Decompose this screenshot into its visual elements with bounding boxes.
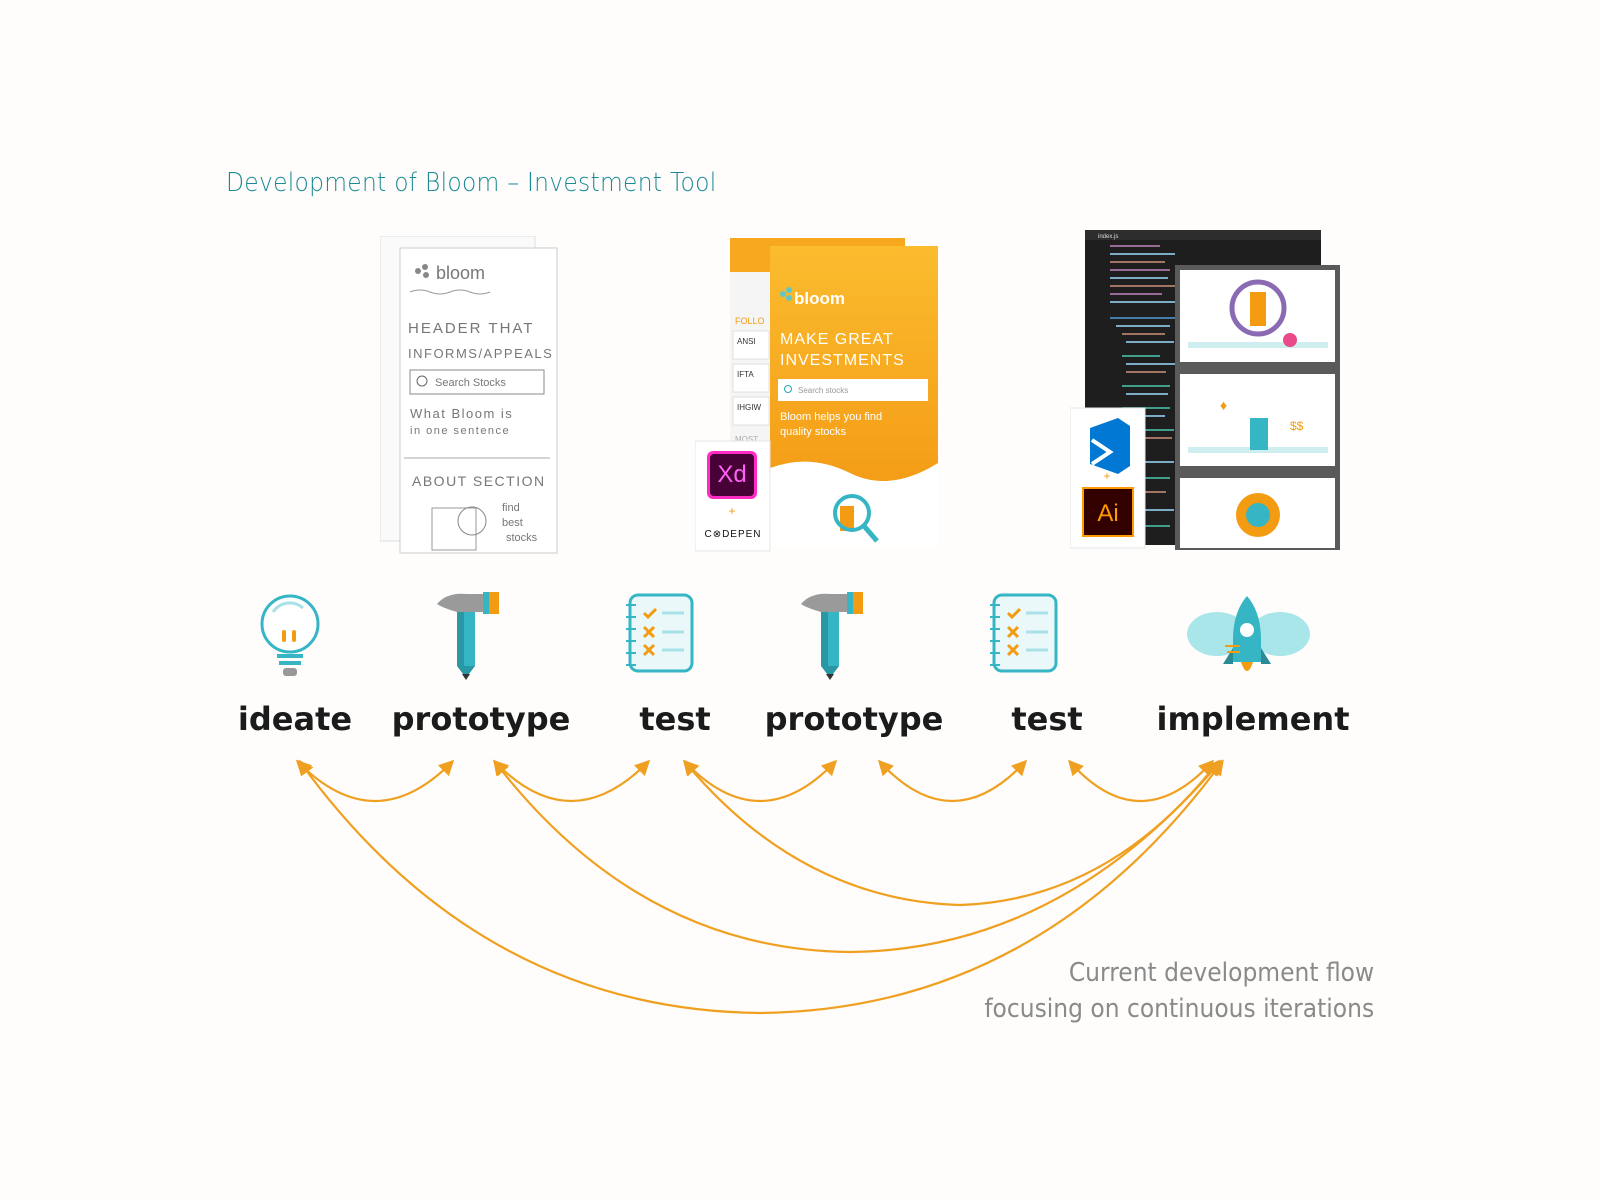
sketch-header: HEADER THAT: [408, 320, 534, 337]
arrow-ideate-prototype: [295, 759, 455, 802]
step-label-ideate: ideate: [237, 700, 353, 738]
mockup-tagline-1: Bloom helps you find: [780, 411, 882, 423]
arrow-prototype-test-2: [877, 759, 1028, 803]
mockup-ticker-3: IHGIW: [737, 403, 761, 412]
mockup-ticker-2: IFTA: [737, 370, 754, 379]
ai-logo: Ai: [1097, 500, 1118, 527]
arrow-prototype-implement: [493, 759, 1222, 954]
mockup-ticker-1: ANSI: [737, 337, 756, 346]
sketch-search: Search Stocks: [435, 377, 506, 389]
step-label-prototype-2: prototype: [764, 700, 944, 738]
mockup-brand: bloom: [794, 289, 845, 308]
arrow-prototype-test: [492, 759, 651, 802]
flow-caption: Current development flow focusing on con…: [984, 955, 1374, 1027]
caption-line-2: focusing on continuous iterations: [984, 994, 1374, 1024]
svg-text:♦: ♦: [1220, 397, 1227, 413]
mockup-search-input: Search stocks: [798, 386, 848, 395]
codepen-logo: C⊗DEPEN: [704, 529, 761, 540]
sketch-sentence1: What Bloom is: [410, 406, 513, 421]
sketch-sentence2: in one sentence: [410, 425, 510, 437]
sketch-find3: stocks: [506, 532, 538, 544]
mockup-tagline-2: quality stocks: [780, 426, 847, 438]
arrow-test-implement: [1067, 759, 1215, 803]
sketch-panel: bloom HEADER THAT INFORMS/APPEALS Search…: [380, 236, 558, 554]
step-label-implement: implement: [1156, 700, 1350, 738]
svg-text:$$: $$: [1290, 419, 1304, 433]
mockup-follow-label: FOLLO: [735, 316, 765, 326]
arrow-test-prototype: [682, 759, 838, 803]
xd-logo: Xd: [717, 461, 746, 488]
svg-text:+: +: [1103, 469, 1110, 483]
arrow-test-implement-long: [683, 759, 1220, 907]
step-label-test-2: test: [1011, 700, 1083, 738]
arrow-ideate-implement: [298, 759, 1224, 1015]
mockup-headline-2: INVESTMENTS: [780, 352, 905, 369]
sketch-header2: INFORMS/APPEALS: [408, 346, 553, 361]
mockup-panel: FOLLO ANSI IFTA IHGIW MOST bloom MAKE GR…: [695, 238, 938, 552]
code-tab: index.js: [1098, 234, 1118, 240]
step-label-test-1: test: [639, 700, 711, 738]
page-title: Development of Bloom – Investment Tool: [226, 168, 717, 198]
rocket-icon: [1187, 596, 1310, 671]
sketch-about: ABOUT SECTION: [412, 473, 546, 489]
mockup-most-label: MOST: [735, 435, 758, 444]
hammer-icon: [437, 592, 499, 680]
sketch-find2: best: [502, 517, 523, 529]
sketch-brand: bloom: [436, 263, 485, 283]
mockup-headline-1: MAKE GREAT: [780, 331, 894, 348]
svg-text:+: +: [728, 504, 735, 518]
hammer-icon: [801, 592, 863, 680]
step-label-prototype-1: prototype: [391, 700, 571, 738]
code-panel: index.js ♦ $$ + Ai: [1070, 230, 1340, 550]
checklist-icon: [990, 593, 1058, 673]
sketch-find1: find: [502, 502, 520, 514]
checklist-icon: [626, 593, 694, 673]
caption-line-1: Current development flow: [1068, 958, 1374, 988]
lightbulb-icon: [260, 594, 320, 676]
